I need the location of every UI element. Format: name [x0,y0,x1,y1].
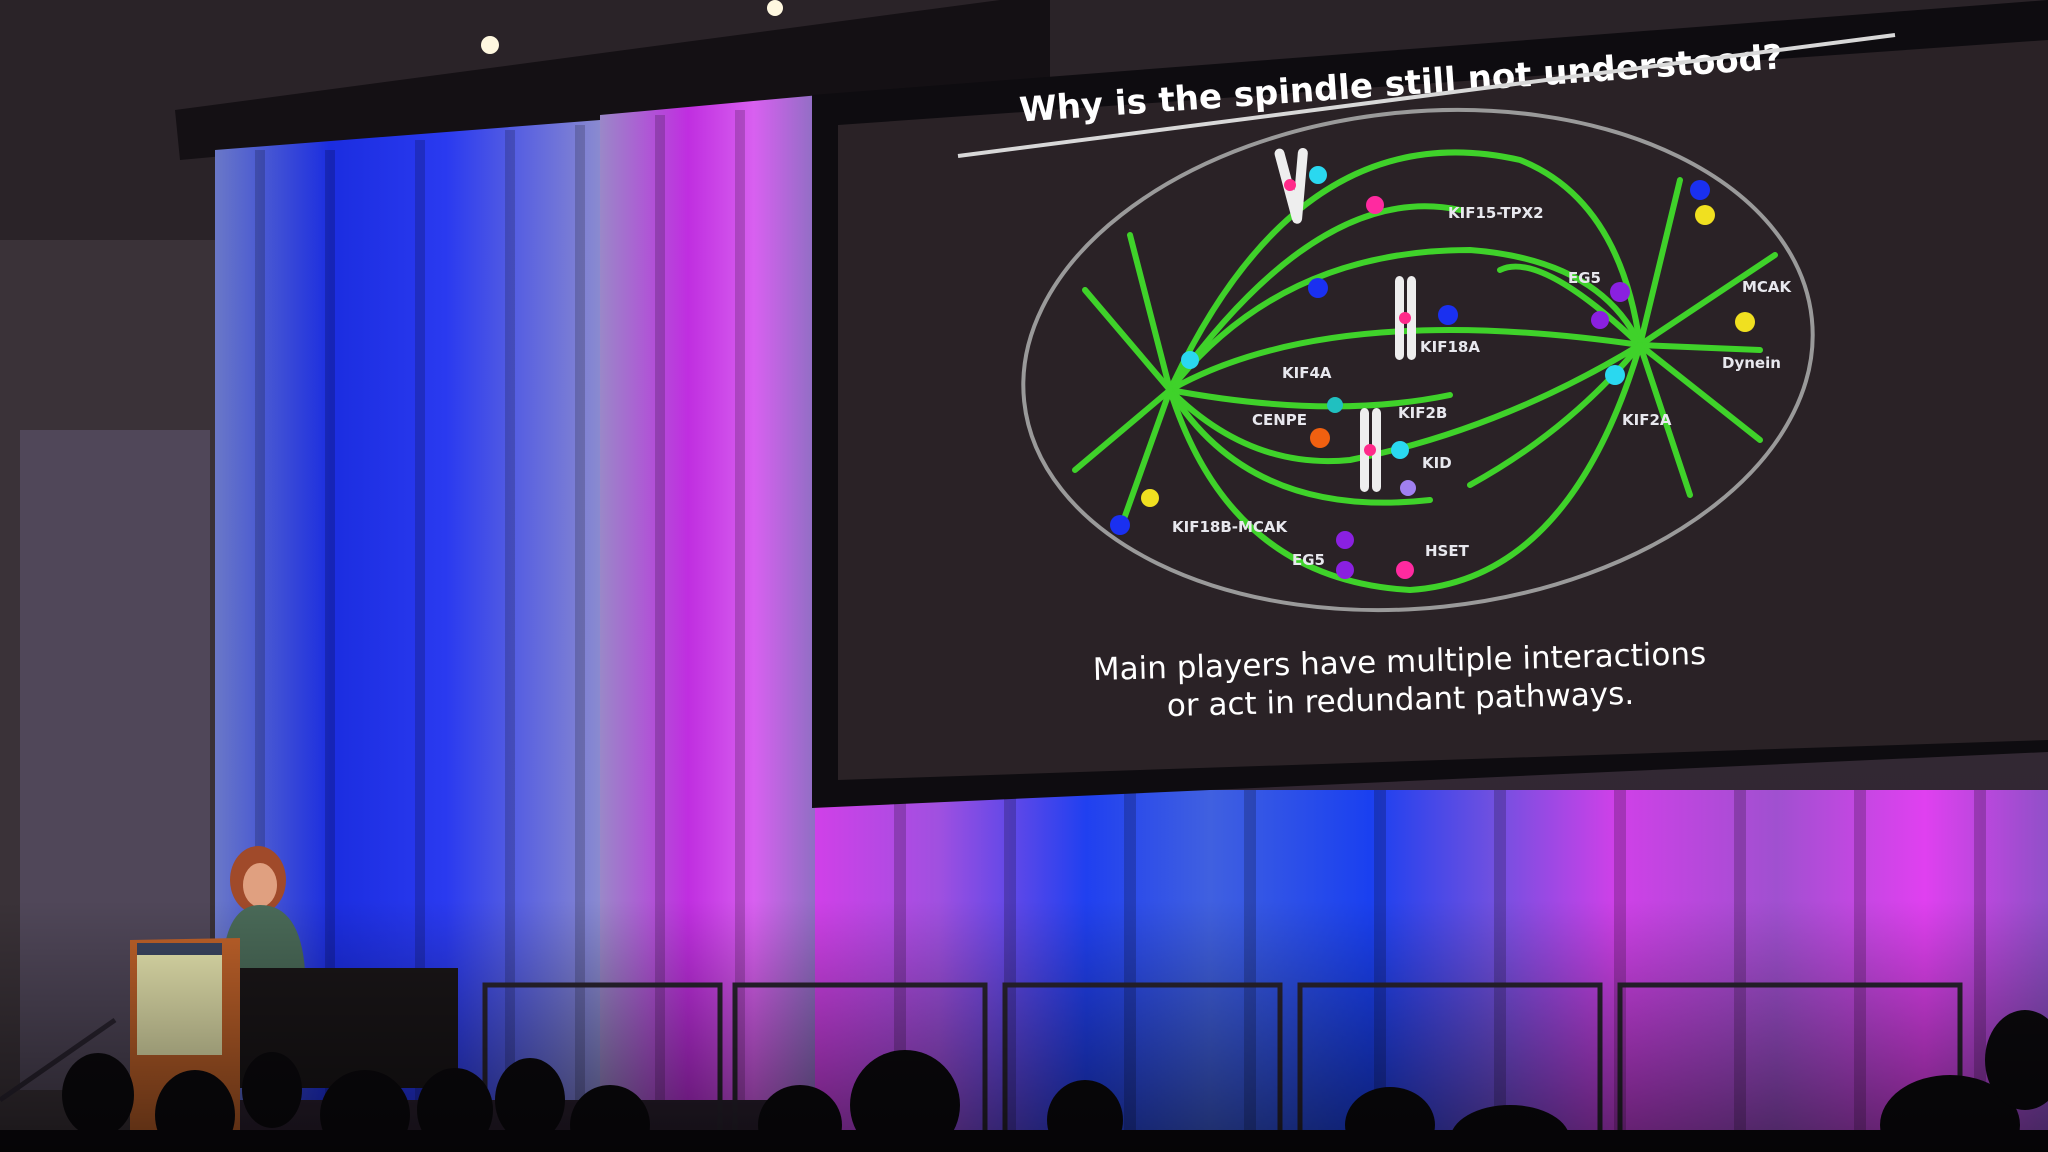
label-kif18a: KIF18A [1420,338,1480,356]
label-eg5-top: EG5 [1568,269,1601,287]
spindle-diagram: KIF15-TPX2 EG5 MCAK KIF18A KIF4A KIF2B C… [1021,107,1815,613]
label-kif15-tpx2: KIF15-TPX2 [1448,204,1544,222]
chromosome [1395,276,1416,360]
label-kif2a: KIF2A [1622,411,1672,429]
title-underline [957,33,1896,158]
chromosome [1274,147,1308,224]
projection-screen [838,40,2048,780]
label-mcak: MCAK [1742,278,1793,296]
slide: Why is the spindle still not understood? [957,33,1896,724]
label-eg5-bottom: EG5 [1292,551,1325,569]
label-kif18b-mcak: KIF18B-MCAK [1172,518,1289,536]
label-dynein: Dynein [1722,354,1781,372]
microtubules [1072,149,1778,594]
chromosomes [1274,147,1416,492]
label-hset: HSET [1425,542,1470,560]
stage-light [481,36,499,54]
label-cenpe: CENPE [1252,411,1307,429]
motor-proteins [1110,166,1755,579]
floor-shadow [0,900,2048,1152]
chromosome [1360,408,1381,492]
stage-light [767,0,783,16]
lighting-truss [175,0,1050,160]
cell-outline [1021,107,1815,613]
label-kif2b: KIF2B [1398,404,1447,422]
label-kif4a: KIF4A [1282,364,1332,382]
blue-curtain [215,120,600,1100]
magenta-curtain [600,95,820,1100]
label-kid: KID [1422,454,1452,472]
speaker-face [243,863,277,907]
